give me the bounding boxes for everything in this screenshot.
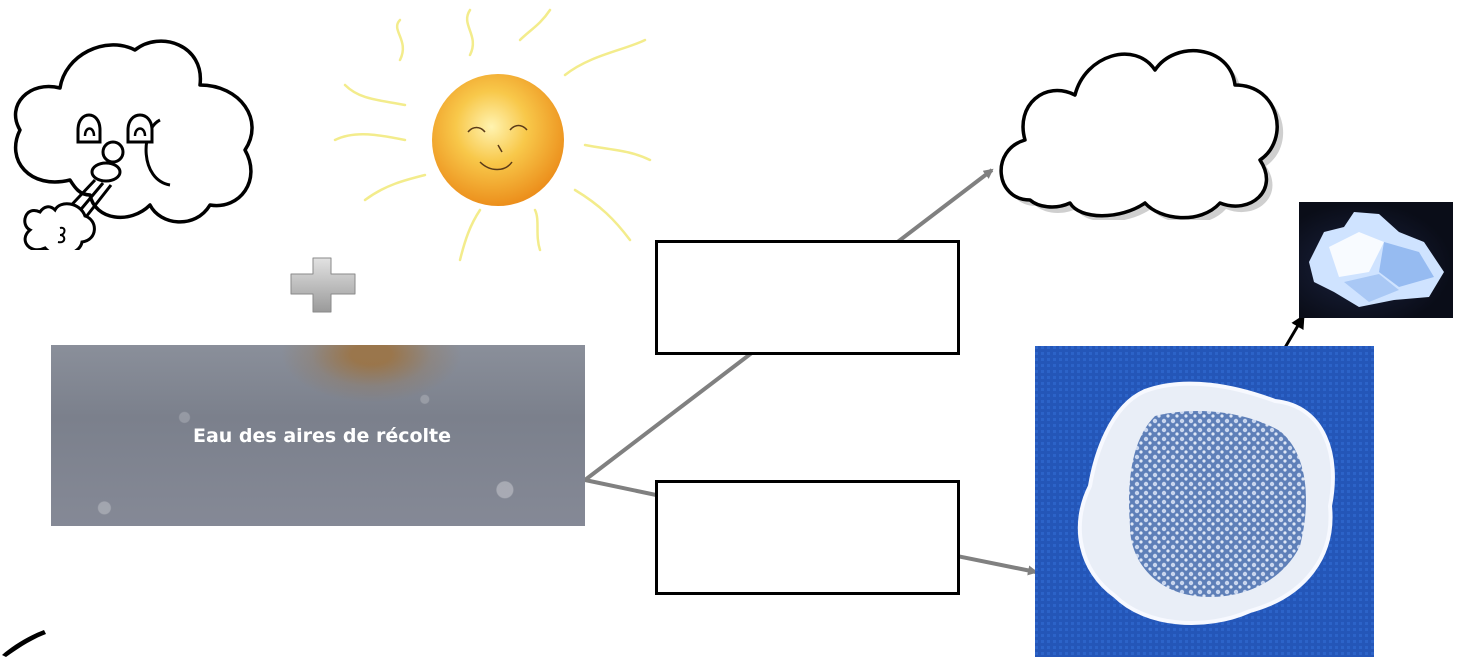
- sun-icon: [333, 8, 652, 262]
- pen-icon: [2, 630, 46, 657]
- answer-box-evaporation[interactable]: [655, 240, 960, 355]
- harvest-water-panel: Eau des aires de récolte: [51, 345, 585, 526]
- salt-photo: [1035, 346, 1374, 657]
- salt-crystal-photo: [1299, 202, 1453, 318]
- plus-icon: [290, 257, 356, 313]
- wind-cloud-icon: [13, 39, 254, 250]
- answer-box-crystallization[interactable]: [655, 480, 960, 595]
- cloud-icon: [999, 48, 1284, 220]
- harvest-water-label: Eau des aires de récolte: [192, 424, 452, 447]
